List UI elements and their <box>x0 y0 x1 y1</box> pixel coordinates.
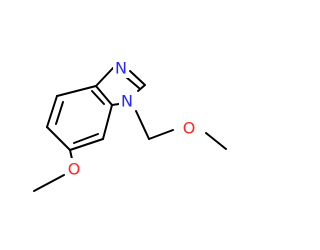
bond-c3a-c4 <box>56 85 97 97</box>
bond-c2-n1 <box>137 84 146 92</box>
atom-o-ether-label: O <box>183 119 196 138</box>
atom-o-methoxy-label: O <box>68 160 81 179</box>
bond-n1-ch2 <box>135 110 150 140</box>
bond-c4-c5 <box>46 95 58 128</box>
atom-n3-label: N <box>115 59 127 78</box>
oxygen-ether: O <box>180 117 198 139</box>
atom-n1-label: N <box>121 92 133 111</box>
bond-n1-c7a <box>111 103 120 106</box>
bond-c6-c7 <box>69 138 104 151</box>
bond-c3a-n3 <box>95 67 114 87</box>
oxygen-methoxy: O <box>65 158 83 180</box>
bond-o-ch3 <box>205 132 227 150</box>
bond-n3-c2 <box>129 70 146 86</box>
bond-c7a-c3a-inner <box>91 90 105 105</box>
nitrogen-n1: N <box>119 90 135 112</box>
nitrogen-n3: N <box>113 58 129 78</box>
bond-c7a-c3a <box>95 85 113 106</box>
bond-c4-c5-inner <box>55 101 64 125</box>
bonds <box>33 67 227 192</box>
bond-c5-c6 <box>46 126 71 151</box>
molecule-structure: N N O O <box>33 58 227 192</box>
bond-c6-o <box>69 149 73 160</box>
bond-c7-c7a <box>102 104 113 140</box>
bond-ch2-o <box>148 129 174 140</box>
bond-o-methyl <box>33 174 65 192</box>
bond-c6-c7-inner <box>73 133 99 144</box>
atom-labels: N N O O <box>65 58 198 180</box>
bond-n3-c2-double <box>125 76 140 89</box>
